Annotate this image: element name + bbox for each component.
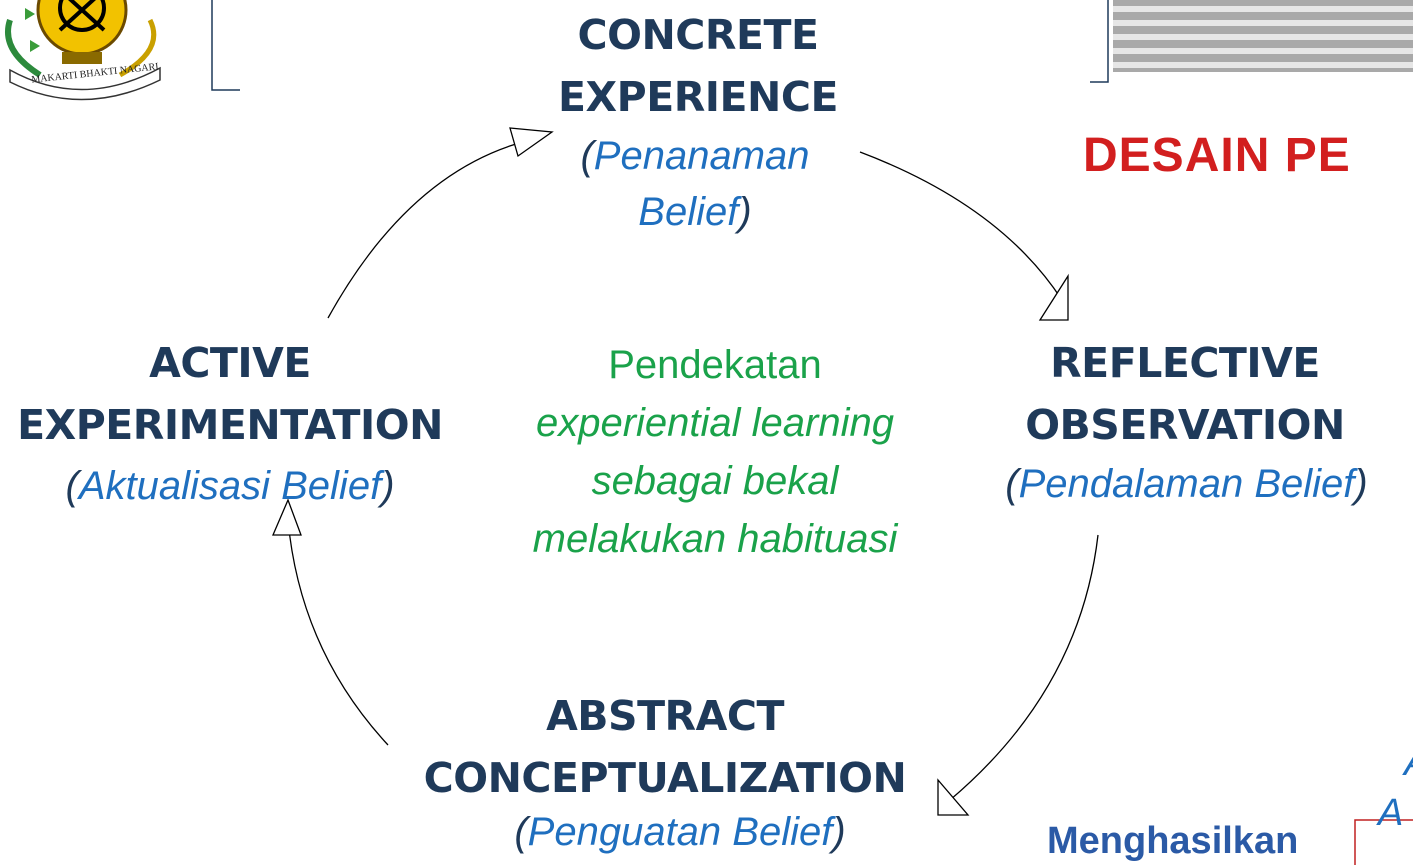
arrowhead-reflective — [1038, 273, 1069, 321]
center-line1: Pendekatan — [608, 343, 822, 387]
node-abstract-title: ABSTRACT CONCEPTUALIZATION — [410, 685, 920, 809]
center-description: Pendekatan experiential learning sebagai… — [480, 336, 950, 568]
center-line2: experiential learning — [535, 401, 894, 445]
node-abstract-sub: Penguatan Belief — [527, 810, 833, 854]
arrow-reflective-to-abstract — [949, 534, 1099, 801]
paren-open: ( — [580, 134, 594, 178]
paren-close: ) — [1354, 462, 1368, 506]
bottom-label: Menghasilkan — [1047, 820, 1299, 862]
node-concrete-sub-line1: Penanaman — [593, 134, 810, 178]
right-edge-box — [1354, 819, 1413, 865]
arrowhead-abstract — [937, 778, 970, 816]
slide-title: DESAIN PE — [1083, 129, 1351, 182]
arrowhead-concrete — [509, 127, 554, 158]
arrow-abstract-to-active — [287, 519, 389, 746]
node-concrete-title-line1: CONCRETE — [577, 11, 819, 59]
paren-open: ( — [1005, 462, 1019, 506]
right-edge-letter-top: A — [1404, 742, 1413, 785]
node-concrete-subtitle: (Penanaman Belief) — [535, 128, 855, 240]
node-active-title: ACTIVE EXPERIMENTATION — [10, 332, 450, 456]
node-reflective-sub: Pendalaman Belief — [1018, 462, 1355, 506]
frame-bracket-right — [1090, 0, 1109, 83]
node-reflective-title-line1: REFLECTIVE — [1050, 339, 1320, 387]
arrow-concrete-to-reflective — [859, 151, 1063, 301]
header-stripes — [1113, 0, 1413, 72]
node-active-subtitle: (Aktualisasi Belief) — [10, 458, 450, 514]
node-reflective-subtitle: (Pendalaman Belief) — [960, 456, 1413, 512]
node-active-title-line2: EXPERIMENTATION — [17, 401, 443, 449]
arrow-active-to-concrete — [327, 139, 531, 319]
frame-bracket-left — [211, 0, 240, 91]
node-reflective-title: REFLECTIVE OBSERVATION — [995, 332, 1375, 456]
arrowhead-active — [272, 498, 302, 536]
emblem-logo-icon — [5, 0, 161, 101]
node-abstract-title-line1: ABSTRACT — [546, 692, 784, 740]
node-concrete-title: CONCRETE EXPERIENCE — [520, 4, 876, 128]
node-active-sub: Aktualisasi Belief — [78, 464, 382, 508]
paren-close: ) — [738, 190, 752, 234]
paren-open: ( — [65, 464, 79, 508]
node-active-title-line1: ACTIVE — [149, 339, 311, 387]
node-abstract-title-line2: CONCEPTUALIZATION — [423, 754, 907, 802]
right-edge-letter-box: A — [1378, 792, 1404, 834]
center-line4: melakukan habituasi — [532, 517, 898, 561]
paren-close: ) — [832, 810, 846, 854]
node-reflective-title-line2: OBSERVATION — [1025, 401, 1345, 449]
node-concrete-title-line2: EXPERIENCE — [558, 73, 838, 121]
paren-open: ( — [514, 810, 528, 854]
node-abstract-subtitle: (Penguatan Belief) — [470, 804, 890, 860]
center-line3: sebagai bekal — [591, 459, 839, 503]
node-concrete-sub-line2: Belief — [638, 190, 739, 234]
paren-close: ) — [381, 464, 395, 508]
